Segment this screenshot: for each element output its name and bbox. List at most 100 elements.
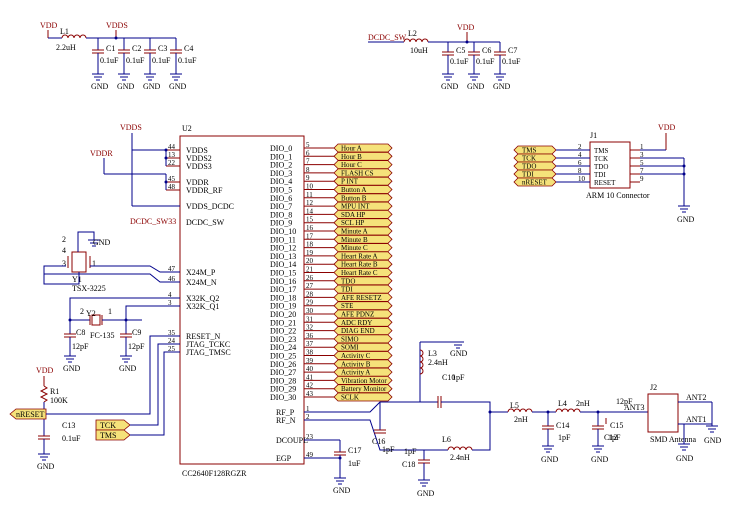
gnd-symbols-top-right: GND GND GND — [441, 73, 511, 91]
svg-text:TCK: TCK — [100, 421, 116, 430]
mcu-left-pin-num: 44 — [168, 143, 176, 151]
net-port-label: AFE RESETZ — [341, 294, 382, 302]
mcu-right-pin-num: 7 — [306, 158, 310, 166]
svg-text:1pF: 1pF — [452, 373, 465, 382]
mcu-left-pin-name: VDDS3 — [186, 162, 212, 171]
svg-text:L4: L4 — [558, 399, 567, 408]
mcu-right-pin-num: 41 — [306, 373, 314, 381]
mcu-left-pin-num: 35 — [168, 329, 176, 337]
vdd-label-l1: VDD — [40, 21, 58, 30]
mcu-rf-pin-num: 1 — [306, 405, 310, 413]
j1-right-num: 7 — [640, 167, 644, 175]
mcu-body — [179, 135, 305, 465]
j1-pin-label: TDI — [594, 171, 606, 179]
net-port-label: Minute B — [341, 236, 368, 244]
cap-c10: C10 1pF — [400, 373, 470, 408]
dcdc-sw-label: DCDC_SW — [368, 33, 407, 42]
net-port-label: DIAG END — [341, 327, 375, 335]
svg-text:SMD Antenna: SMD Antenna — [650, 435, 696, 444]
mcu-left-pin-name: VDDS2 — [186, 154, 212, 163]
mcu-left-pin-num: 48 — [168, 183, 176, 191]
svg-text:C10: C10 — [442, 373, 455, 382]
svg-text:0.1uF: 0.1uF — [502, 57, 521, 66]
top-left-filter: VDD L1 2.2uH VDDS C1 0.1uF C2 0.1uF C3 — [40, 21, 197, 91]
net-port-label: SIMO — [341, 335, 359, 343]
net-port-label: FLASH CS — [341, 169, 374, 177]
j1-port — [513, 169, 557, 179]
cap-c4: C4 0.1uF — [170, 38, 197, 74]
mcu-right-pin-num: 29 — [306, 299, 314, 307]
svg-text:ARM 10 Connector: ARM 10 Connector — [586, 191, 650, 200]
net-port-label: SCLK — [341, 394, 359, 402]
mcu-right-pin-name: DIO_0 — [270, 144, 292, 153]
svg-text:2nH: 2nH — [576, 399, 590, 408]
j1-right-num: 3 — [640, 151, 644, 159]
svg-text:VDDR: VDDR — [90, 149, 113, 158]
net-port-label: Activity C — [341, 352, 371, 360]
j1-port-label: TDI — [522, 171, 534, 179]
mcu-right-pin-num: 11 — [306, 191, 313, 199]
net-port-label: Heart Rate C — [341, 269, 378, 277]
inductor-l2 — [403, 38, 429, 43]
svg-text:ANT1: ANT1 — [686, 415, 706, 424]
mcu-right-pin-num: 9 — [306, 174, 310, 182]
mcu-rf-pin-name: EGP — [276, 454, 292, 463]
mcu-right-pin-name: DIO_15 — [270, 269, 296, 278]
gnd-symbols-top-left: GND GND GND GND — [91, 73, 187, 91]
mcu-left-pin-num: 13 — [168, 151, 176, 159]
svg-text:L5: L5 — [510, 401, 519, 410]
mcu-left-pin-name: JTAG_TCKC — [186, 340, 230, 349]
svg-text:C17: C17 — [348, 446, 361, 455]
mcu-power-nets: VDDS VDDR DCDC_SW33 — [90, 123, 180, 226]
svg-text:GND: GND — [91, 82, 109, 91]
mcu-rf-pin-num: 49 — [306, 451, 314, 459]
svg-text:1pF: 1pF — [382, 445, 395, 454]
mcu-right-pin-name: DIO_10 — [270, 227, 296, 236]
svg-text:12pF: 12pF — [128, 342, 145, 351]
svg-text:0.1uF: 0.1uF — [100, 56, 119, 65]
mcu-left-pin-name: X24M_N — [186, 278, 217, 287]
svg-text:C3: C3 — [158, 44, 167, 53]
net-port-label: ADC RDY — [341, 319, 372, 327]
j1-body — [589, 141, 631, 189]
mcu-right-pin-name: DIO_12 — [270, 244, 296, 253]
mcu-left-pin-name: VDDR_RF — [186, 186, 223, 195]
mcu-right-pin-num: 8 — [306, 166, 310, 174]
mcu-right-pin-name: DIO_11 — [270, 235, 296, 244]
l1-value: 2.2uH — [56, 43, 76, 52]
svg-text:L6: L6 — [442, 435, 451, 444]
mcu-right-pin-name: DIO_18 — [270, 293, 296, 302]
svg-text:C12: C12 — [604, 433, 617, 442]
cap-c16: C16 1pF — [372, 402, 395, 454]
mcu-right-pin-name: DIO_21 — [270, 318, 296, 327]
mcu-right-pin-num: 18 — [306, 241, 314, 249]
svg-text:L3: L3 — [428, 349, 437, 358]
svg-text:J2: J2 — [650, 383, 657, 392]
svg-text:C13: C13 — [62, 421, 75, 430]
mcu-right-pin-num: 14 — [306, 207, 314, 215]
mcu-right-pin-num: 16 — [306, 224, 314, 232]
mcu-right-pin-num: 30 — [306, 307, 314, 315]
mcu-right-pin-num: 36 — [306, 332, 314, 340]
mcu-right-pin-name: DIO_30 — [270, 393, 296, 402]
svg-text:2nH: 2nH — [514, 415, 528, 424]
svg-text:VDD: VDD — [457, 23, 475, 32]
svg-text:GND: GND — [467, 82, 485, 91]
svg-text:1: 1 — [92, 259, 96, 268]
svg-text:0.1uF: 0.1uF — [450, 57, 469, 66]
svg-text:100K: 100K — [50, 396, 68, 405]
j1-port-label: TCK — [522, 155, 536, 163]
mcu-right-pin-num: 39 — [306, 357, 314, 365]
resistor-r1 — [39, 385, 49, 403]
j1-right-num: 9 — [640, 175, 644, 183]
mcu-right-pin-num: 21 — [306, 266, 314, 274]
svg-text:L2: L2 — [408, 29, 417, 38]
rf-network: L3 2.4nH GND C10 1pF C16 1pF C18 1pF GN — [304, 341, 648, 498]
j1-pin-label: TCK — [594, 155, 608, 163]
reset-network: VDD R1 100K nRESET C13 0.1uF GND TCK TMS — [9, 335, 180, 471]
mcu-rf-pin-num: 23 — [306, 433, 314, 441]
net-port-label: Hour B — [341, 153, 362, 161]
mcu-right-pin-name: DIO_27 — [270, 368, 296, 377]
